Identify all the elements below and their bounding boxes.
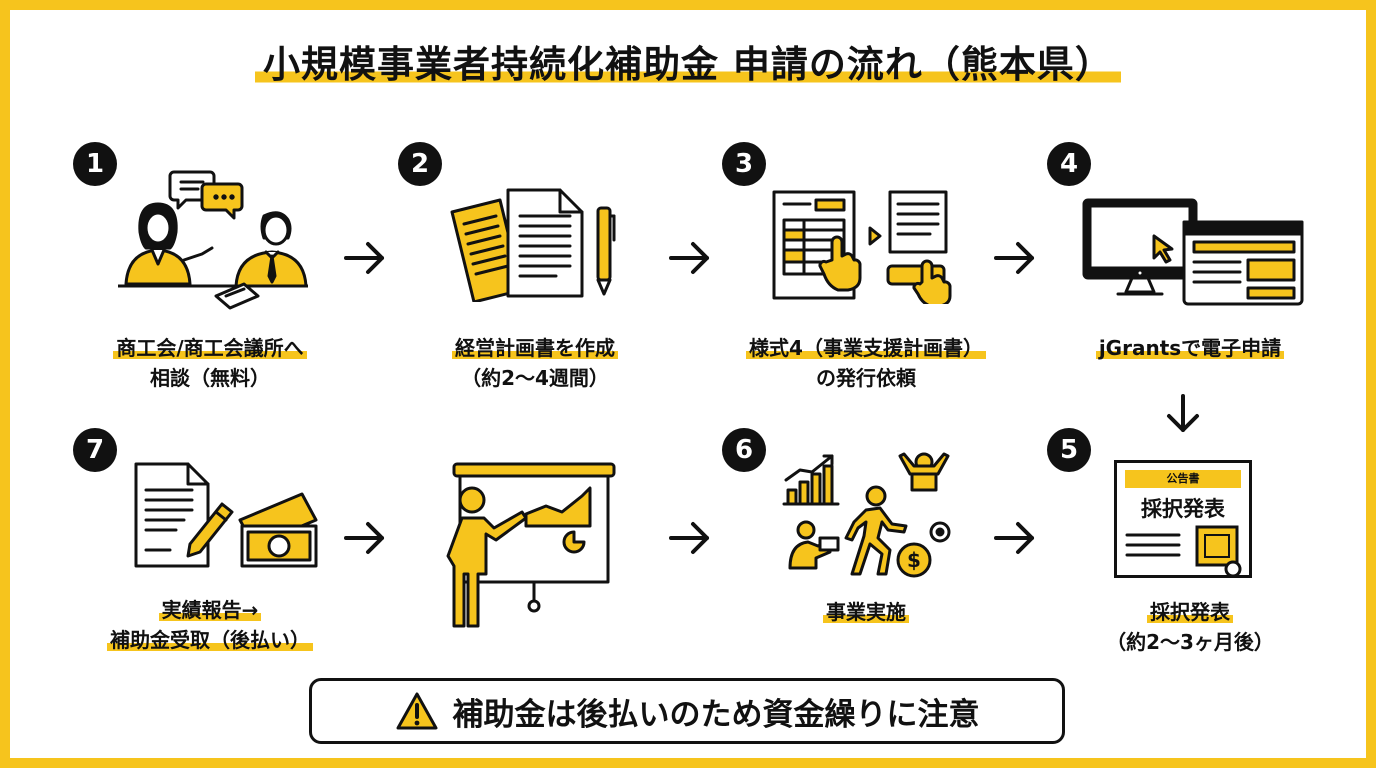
certificate-title: 採択発表 [1141, 497, 1225, 521]
step-5-badge: 5 [1047, 428, 1091, 472]
arrow-right-icon [994, 242, 1034, 274]
step-3-label: 様式4（事業支援計画書）の発行依頼 [706, 333, 1026, 393]
step-7-label: 実績報告→補助金受取（後払い） [60, 595, 360, 655]
step-6-badge: 6 [722, 428, 766, 472]
warning-triangle-icon [396, 692, 437, 730]
step-6-label: 事業実施 [706, 597, 1026, 627]
business-execution-icon: $ [782, 452, 951, 578]
svg-text:$: $ [907, 548, 921, 572]
arrow-right-icon [669, 522, 709, 554]
step-3-badge: 3 [722, 142, 766, 186]
computer-application-icon [1082, 198, 1304, 306]
arrow-right-icon [344, 242, 384, 274]
announcement-certificate-icon: 公告書 採択発表 [1114, 460, 1252, 578]
form-issuance-icon [772, 190, 952, 304]
business-plan-icon [450, 188, 616, 302]
step-2-badge: 2 [398, 142, 442, 186]
arrow-right-icon [669, 242, 709, 274]
step-1-label: 商工会/商工会議所へ相談（無料） [60, 333, 360, 393]
report-and-payment-icon [134, 462, 318, 568]
step-7-badge: 7 [73, 428, 117, 472]
step-5-label: 採択発表（約2〜3ヶ月後） [1106, 600, 1274, 654]
presentation-board-icon [446, 462, 616, 628]
cash-flow-warning: 補助金は後払いのため資金繰りに注意 [309, 678, 1065, 744]
step-4-label: jGrantsで電子申請 [1030, 333, 1350, 363]
step-4-badge: 4 [1047, 142, 1091, 186]
arrow-down-icon [1167, 394, 1199, 432]
warning-text: 補助金は後払いのため資金繰りに注意 [452, 696, 980, 733]
arrow-right-icon [344, 522, 384, 554]
step-2-label: 経営計画書を作成（約2〜4週間） [385, 333, 685, 393]
certificate-seal-icon [1125, 525, 1242, 578]
certificate-header: 公告書 [1125, 470, 1241, 488]
consultation-icon [118, 170, 308, 310]
step-1-badge: 1 [73, 142, 117, 186]
arrow-right-icon [994, 522, 1034, 554]
page-title: 小規模事業者持続化補助金 申請の流れ（熊本県） [0, 34, 1376, 88]
